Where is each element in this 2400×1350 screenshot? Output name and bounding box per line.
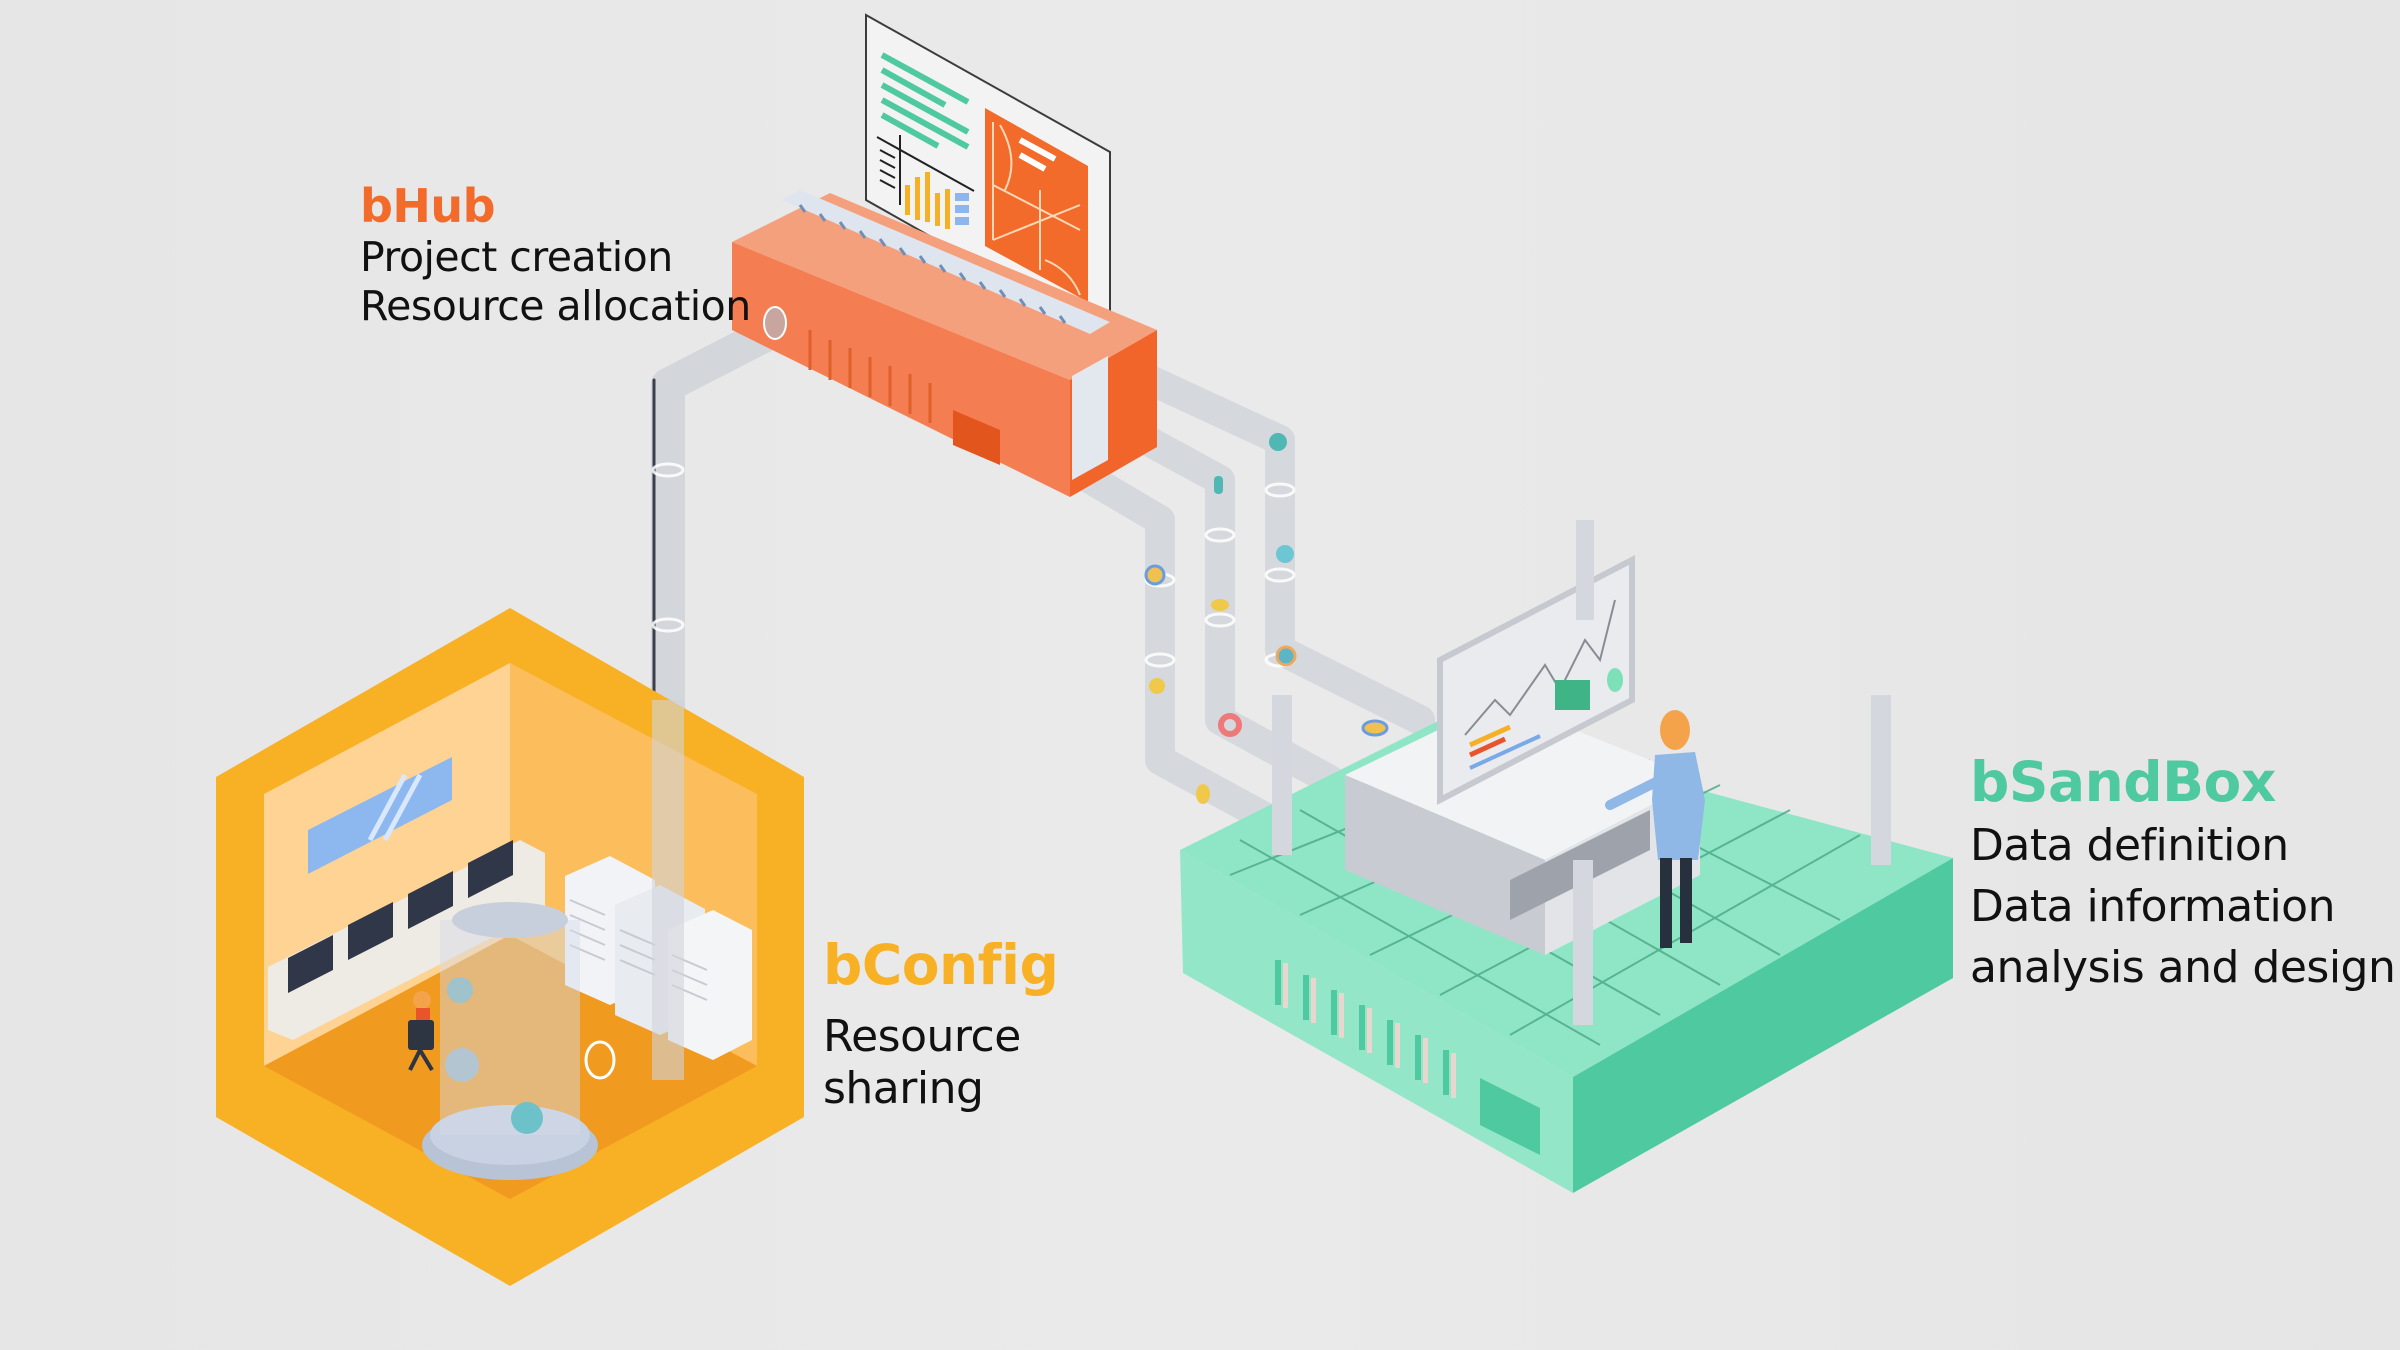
server-window (953, 410, 1000, 465)
server-rail-pins (798, 204, 1067, 324)
bhub-label: bHub Project creation Resource allocatio… (360, 183, 751, 335)
data-capsule-icon (1211, 599, 1229, 611)
bconfig-title: bConfig (823, 933, 1059, 997)
platform-posts (1272, 520, 1891, 1025)
data-capsule-icon (1269, 433, 1287, 451)
data-capsules (1144, 433, 1389, 804)
bsandbox-feature: Data definition (1970, 820, 2289, 871)
data-capsule-icon (1361, 719, 1389, 737)
data-capsule-icon (1275, 645, 1297, 667)
data-capsule-icon (1149, 678, 1165, 694)
platform-left-face (1180, 850, 1573, 1193)
bhub-title: bHub (360, 179, 496, 233)
bsandbox-title: bSandBox (1970, 750, 2276, 814)
data-capsule-icon (1144, 564, 1166, 586)
platform-vents (1275, 960, 1540, 1155)
console-monitors (288, 840, 513, 993)
data-capsule-icon (1276, 545, 1294, 563)
data-capsule-tube (422, 902, 598, 1180)
bconfig-room (216, 608, 804, 1286)
bhub-feature: Resource allocation (360, 282, 751, 330)
pipe-port (763, 306, 787, 340)
bsandbox-platform (1180, 520, 1953, 1193)
data-capsule-icon (1214, 476, 1223, 494)
bsandbox-feature: analysis and design (1970, 942, 2396, 993)
pipe-icon (1135, 365, 1435, 735)
bsandbox-label: bSandBox Data definition Data informatio… (1970, 750, 2396, 1007)
platform-right-face (1573, 858, 1953, 1193)
dashboard-icon (865, 13, 1111, 340)
bconfig-feature: Resource (823, 1011, 1021, 1062)
bhub-feature: Project creation (360, 233, 673, 281)
operator-icon (408, 991, 434, 1072)
server-rail (782, 190, 1110, 334)
analyst-icon (1605, 710, 1705, 948)
server-top (732, 193, 1157, 380)
bconfig-feature: sharing (823, 1063, 984, 1114)
data-capsule-icon (1218, 713, 1242, 737)
bhub-device (732, 13, 1157, 497)
server-vents (808, 330, 932, 423)
server-side-gap (1072, 356, 1108, 480)
pipe-icon (1060, 455, 1285, 835)
bconfig-label: bConfig Resource sharing (823, 933, 1059, 1119)
bsandbox-feature: Data information (1970, 881, 2336, 932)
data-capsule-icon (1196, 784, 1210, 804)
